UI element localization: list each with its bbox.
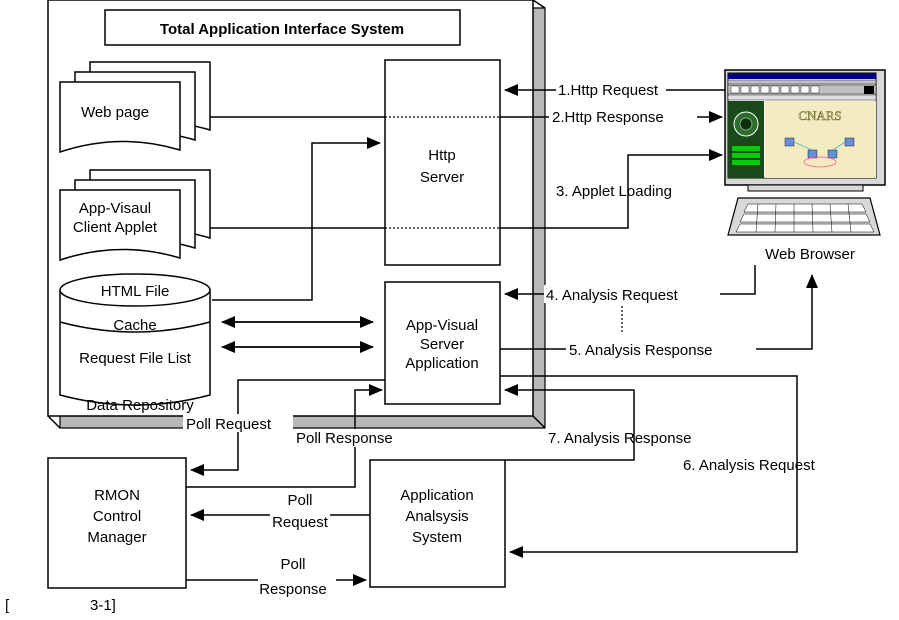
http-server-label-2: Server bbox=[420, 169, 464, 186]
caption-number: 3-1] bbox=[90, 597, 116, 614]
label-analysis-response-7: 7. Analysis Response bbox=[548, 430, 691, 447]
label-poll-request-bottom-1: Poll bbox=[287, 492, 312, 509]
applet-label-1: App-Visaul bbox=[79, 200, 151, 217]
data-repository: HTML File Cache Request File List Data R… bbox=[59, 273, 211, 414]
rmon-label-1: RMON bbox=[94, 487, 140, 504]
flow-labels: 1.Http Request 2.Http Response 3. Applet… bbox=[183, 80, 816, 598]
analysis-label-2: Analsysis bbox=[405, 508, 468, 525]
app-server-label-3: Application bbox=[405, 355, 478, 372]
html-cache-label-2: Cache bbox=[113, 317, 156, 334]
application-analysis-system-box: Application Analsysis System bbox=[369, 459, 506, 588]
system-title-box: Total Application Interface System bbox=[104, 9, 461, 46]
request-file-list-label: Request File List bbox=[79, 350, 192, 367]
label-poll-response-top: Poll Response bbox=[296, 430, 393, 447]
applet-loading-arrow bbox=[500, 149, 723, 229]
app-visual-server-box: App-Visual Server Application bbox=[384, 281, 501, 405]
label-applet-loading: 3. Applet Loading bbox=[556, 183, 672, 200]
label-analysis-request-6: 6. Analysis Request bbox=[683, 457, 816, 474]
app-server-label-1: App-Visual bbox=[406, 317, 478, 334]
cache-to-http-arrow bbox=[212, 137, 381, 301]
html-cache-label-1: HTML File bbox=[101, 283, 170, 300]
rmon-control-manager-box: RMON Control Manager bbox=[47, 457, 187, 589]
label-analysis-response-5: 5. Analysis Response bbox=[569, 342, 712, 359]
applet-label-2: Client Applet bbox=[73, 219, 158, 236]
http-server-label-1: Http bbox=[428, 147, 456, 164]
analysis-response-7-arrow bbox=[504, 384, 635, 461]
analysis-request-6-arrow bbox=[500, 375, 798, 558]
app-server-label-2: Server bbox=[420, 336, 464, 353]
http-server-box: Http Server bbox=[384, 59, 501, 266]
label-poll-response-bottom-2: Response bbox=[259, 581, 327, 598]
caption-bracket: [ bbox=[5, 597, 10, 614]
rmon-label-2: Control bbox=[93, 508, 141, 525]
label-poll-response-bottom-1: Poll bbox=[280, 556, 305, 573]
label-analysis-request-4: 4. Analysis Request bbox=[546, 287, 679, 304]
web-browser-label: Web Browser bbox=[765, 246, 855, 263]
system-title: Total Application Interface System bbox=[160, 21, 404, 38]
applet-document: App-Visaul Client Applet bbox=[59, 169, 211, 262]
data-repository-label: Data Repository bbox=[86, 397, 194, 414]
screen-banner: CNARS bbox=[798, 108, 841, 123]
web-page-document: Web page bbox=[59, 61, 211, 154]
figure-caption: [ 3-1] bbox=[5, 597, 116, 614]
analysis-label-3: System bbox=[412, 529, 462, 546]
web-browser-computer: CNARS Web Browser bbox=[724, 69, 886, 263]
label-poll-request-top: Poll Request bbox=[186, 416, 272, 433]
label-poll-request-bottom-2: Request bbox=[272, 514, 329, 531]
label-http-request: 1.Http Request bbox=[558, 82, 659, 99]
analysis-label-1: Application bbox=[400, 487, 473, 504]
rmon-label-3: Manager bbox=[87, 529, 146, 546]
label-http-response: 2.Http Response bbox=[552, 109, 664, 126]
web-page-label: Web page bbox=[81, 104, 149, 121]
